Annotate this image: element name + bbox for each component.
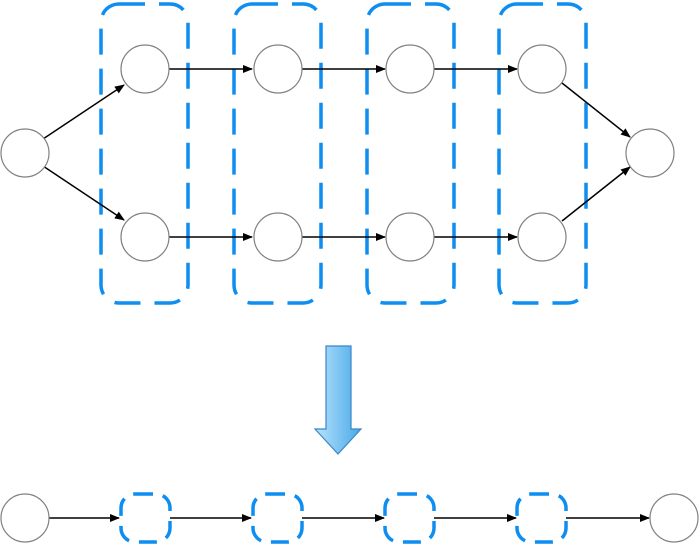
top-group-boxes	[99, 2, 588, 305]
down-arrow-icon	[313, 345, 363, 455]
top-edge-start-to-lower-1	[42, 165, 125, 221]
bottom-group-node-1	[119, 492, 172, 544]
bottom-nodes	[0, 492, 699, 544]
bottom-group-node-3	[383, 492, 436, 544]
bottom-group-node-4	[515, 492, 568, 544]
top-node-upper-3	[385, 44, 435, 94]
top-node-lower-4	[517, 212, 567, 262]
top-node-lower-2	[253, 212, 303, 262]
top-nodes	[0, 44, 675, 262]
top-edge-start-to-upper-1	[42, 84, 125, 140]
bottom-group-node-2	[251, 492, 304, 544]
top-node-lower-1	[120, 212, 170, 262]
top-node-lower-3	[385, 212, 435, 262]
top-edge-lower-4-to-end	[561, 166, 631, 222]
top-node-upper-2	[253, 44, 303, 94]
top-node-start	[0, 128, 50, 178]
top-node-upper-1	[120, 44, 170, 94]
top-node-upper-4	[517, 44, 567, 94]
top-graph	[0, 2, 675, 305]
top-group-box-4	[497, 2, 588, 305]
bottom-graph	[0, 492, 699, 544]
bottom-node-start	[0, 493, 50, 543]
bottom-node-end	[649, 493, 699, 543]
top-group-box-1	[99, 2, 190, 305]
top-group-box-2	[232, 2, 323, 305]
top-group-box-3	[365, 2, 456, 305]
top-edge-upper-4-to-end	[561, 82, 631, 138]
transformation-arrow	[313, 345, 363, 455]
top-node-end	[625, 128, 675, 178]
top-edges	[42, 65, 631, 241]
